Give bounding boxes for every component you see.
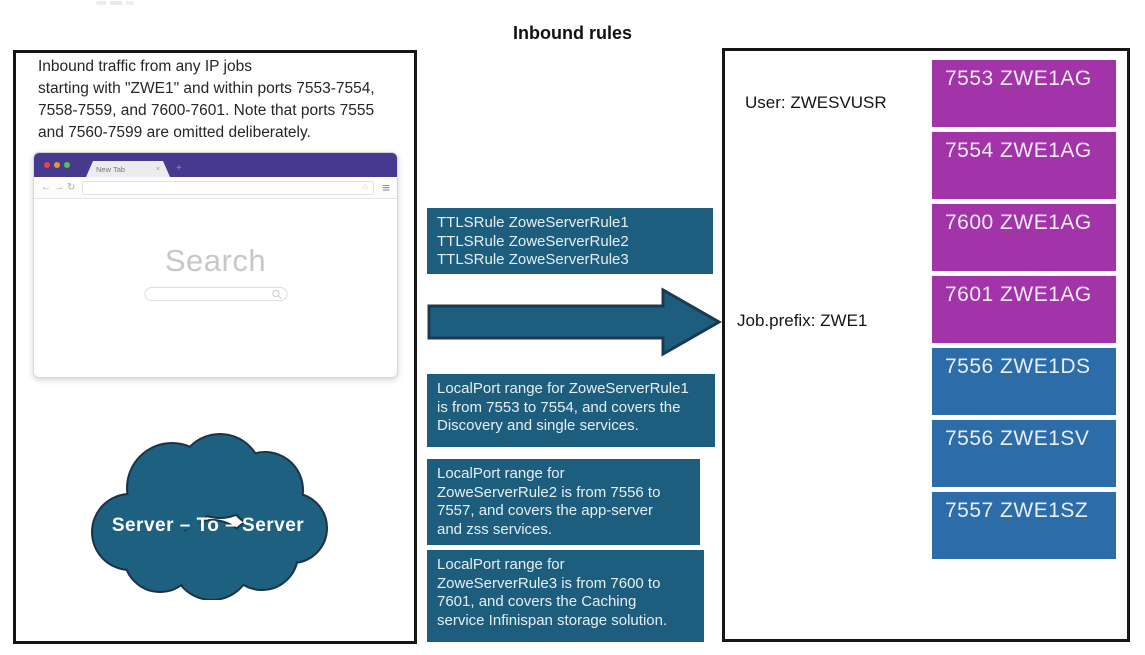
window-minimize-icon[interactable] (54, 162, 60, 168)
job-prefix-label: Job.prefix: ZWE1 (737, 311, 868, 330)
browser-page: Search (34, 199, 397, 377)
magnifier-icon (271, 289, 282, 300)
browser-window: New Tab × + ← → ↻ ☆ ≡ Search (33, 152, 398, 378)
search-input[interactable] (144, 287, 287, 301)
port-box-7557-zwe1sz: 7557 ZWE1SZ (932, 492, 1116, 559)
localport-rule2-box: LocalPort range for ZoweServerRule2 is f… (427, 459, 700, 545)
browser-titlebar: New Tab × + (34, 153, 397, 177)
ttls-rules-box: TTLSRule ZoweServerRule1 TTLSRule ZoweSe… (427, 208, 713, 274)
address-bar[interactable]: ☆ (82, 180, 375, 195)
address-input[interactable] (83, 182, 362, 193)
new-tab-button[interactable]: + (176, 163, 182, 174)
window-controls (44, 162, 70, 168)
localport-rule3-box: LocalPort range for ZoweServerRule3 is f… (427, 550, 704, 642)
menu-icon[interactable]: ≡ (382, 180, 390, 195)
cropped-text-artifact (96, 1, 134, 5)
port-box-7556-zwe1sv: 7556 ZWE1SV (932, 420, 1116, 487)
user-label: User: ZWESVUSR (745, 93, 887, 112)
search-heading: Search (164, 243, 267, 278)
tab-label: New Tab (96, 164, 126, 174)
browser-toolbar: ← → ↻ ☆ ≡ (34, 177, 397, 199)
tab-close-icon[interactable]: × (155, 165, 160, 173)
diagram-title: Inbound rules (513, 23, 632, 43)
bookmark-star-icon[interactable]: ☆ (361, 182, 370, 192)
port-box-7600-zwe1ag: 7600 ZWE1AG (932, 204, 1116, 271)
cloud-label: Server – To – Server (112, 515, 304, 536)
back-icon[interactable]: ← (41, 181, 51, 193)
port-box-7601-zwe1ag: 7601 ZWE1AG (932, 276, 1116, 343)
window-close-icon[interactable] (44, 162, 50, 168)
reload-icon[interactable]: ↻ (67, 181, 76, 193)
port-box-7554-zwe1ag: 7554 ZWE1AG (932, 132, 1116, 199)
browser-tab[interactable]: New Tab × (86, 161, 170, 177)
window-maximize-icon[interactable] (64, 162, 70, 168)
inbound-traffic-description: Inbound traffic from any IP jobs startin… (38, 58, 375, 141)
localport-rule1-box: LocalPort range for ZoweServerRule1 is f… (427, 374, 715, 447)
flow-arrow-icon (427, 287, 722, 357)
port-list: 7553 ZWE1AG 7554 ZWE1AG 7600 ZWE1AG 7601… (932, 60, 1116, 559)
port-box-7553-zwe1ag: 7553 ZWE1AG (932, 60, 1116, 127)
port-box-7556-zwe1ds: 7556 ZWE1DS (932, 348, 1116, 415)
server-to-server-cloud: Server – To – Server (91, 433, 328, 600)
forward-icon[interactable]: → (54, 181, 64, 193)
